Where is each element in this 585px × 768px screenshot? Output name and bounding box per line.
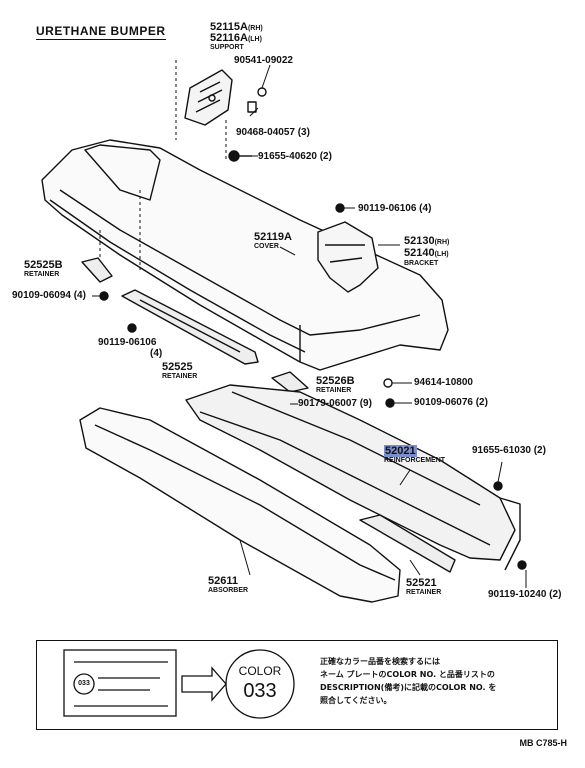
bumper-cover-part	[41, 139, 449, 371]
color-word: COLOR	[238, 664, 282, 678]
dashed-leader-lines	[99, 60, 227, 270]
part-label[interactable]: 90119-10240 (2)	[488, 589, 562, 600]
bolt-part	[228, 150, 252, 162]
part-label[interactable]: 52526B	[316, 375, 355, 387]
part-label[interactable]: 90109-06094 (4)	[12, 290, 86, 301]
part-label[interactable]: 90179-06007 (9)	[298, 398, 372, 409]
part-desc: COVER	[254, 243, 279, 250]
part-label[interactable]: 52140(LH)	[404, 247, 449, 259]
retainer-part	[81, 257, 113, 283]
part-label[interactable]: 90541-09022	[234, 55, 293, 66]
part-label[interactable]: 90119-06106	[98, 337, 157, 348]
part-desc: ABSORBER	[208, 587, 249, 594]
plate-color-circle	[73, 673, 95, 695]
diagram-title: URETHANE BUMPER	[36, 24, 166, 40]
clip-part	[257, 87, 267, 97]
part-label[interactable]: 90468-04057 (3)	[236, 127, 310, 138]
absorber-part	[79, 407, 401, 603]
retainer-part	[359, 514, 456, 573]
part-label[interactable]: 52116A(LH)	[210, 32, 262, 44]
part-label[interactable]: 91655-61030 (2)	[472, 445, 546, 456]
washer-part	[383, 378, 393, 388]
bracket-part	[317, 221, 379, 293]
leader-lines	[92, 64, 527, 588]
arrow-right-icon	[181, 666, 227, 702]
part-desc: SUPPORT	[210, 44, 244, 51]
part-desc: REINFORCEMENT	[384, 457, 446, 464]
part-label[interactable]: 52119A	[254, 231, 292, 243]
bolt-part	[517, 560, 527, 570]
color-code: 033	[243, 680, 277, 702]
bolt-part	[127, 323, 137, 333]
part-desc: BRACKET	[404, 260, 439, 267]
retainer-part	[271, 371, 309, 393]
part-label[interactable]: 52021	[384, 445, 417, 457]
diagram-code: MB C785-H	[519, 738, 567, 748]
part-desc: RETAINER	[24, 271, 60, 278]
part-label[interactable]: 91655-40620 (2)	[258, 151, 332, 162]
nut-part	[99, 291, 109, 301]
part-label[interactable]: 52525B	[24, 259, 63, 271]
part-label[interactable]: 94614-10800	[414, 377, 473, 388]
part-desc: RETAINER	[316, 387, 352, 394]
color-note-box	[36, 640, 558, 730]
part-desc: RETAINER	[406, 589, 442, 596]
retainer-part	[121, 289, 259, 365]
note-line: 照合してください。	[320, 696, 392, 705]
part-label[interactable]: 52115A(RH)	[210, 21, 263, 33]
bolt-part	[493, 481, 503, 491]
part-label[interactable]: 52130(RH)	[404, 235, 450, 247]
name-plate-icon	[63, 649, 177, 717]
plate-color-code: 033	[78, 680, 90, 687]
support-bracket-part	[184, 69, 233, 126]
color-note-text: 正確なカラー品番を検索するには ネーム プレートのCOLOR NO. と品番リス…	[320, 655, 550, 707]
part-label[interactable]: 90109-06076 (2)	[414, 397, 488, 408]
part-label[interactable]: 90119-06106 (4)	[358, 203, 432, 214]
part-qty: (4)	[150, 348, 163, 359]
note-line: DESCRIPTION(備考)に記載のCOLOR NO. を	[320, 683, 497, 692]
part-desc: RETAINER	[162, 373, 198, 380]
nut-part	[247, 101, 257, 113]
part-label[interactable]: 52525	[162, 361, 193, 373]
part-label[interactable]: 52611	[208, 575, 238, 587]
part-label[interactable]: 52521	[406, 577, 437, 589]
reinforcement-part	[185, 384, 521, 571]
note-line: ネーム プレートのCOLOR NO. と品番リストの	[320, 670, 495, 679]
color-badge-circle	[225, 649, 295, 719]
color-note-graphics	[63, 649, 295, 719]
nut-part	[385, 398, 395, 408]
note-line: 正確なカラー品番を検索するには	[320, 657, 440, 666]
